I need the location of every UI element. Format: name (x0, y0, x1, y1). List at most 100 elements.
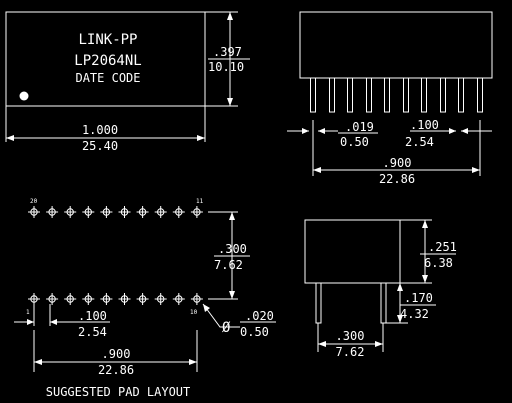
pitch-arrow-right (461, 128, 468, 134)
side-pin-10 (477, 77, 483, 113)
pad-top-2 (46, 206, 59, 218)
pin-dia-arrow-right (318, 128, 325, 134)
pad-pitch-arrow-right (50, 319, 57, 325)
pin-dia-inch: .019 (345, 120, 374, 134)
pad-span-arrow-right (189, 359, 197, 365)
pad-bottom-4 (82, 293, 95, 305)
marking-line-3: DATE CODE (75, 71, 140, 85)
side-pin-6 (403, 77, 409, 113)
pad-bottom-9 (172, 293, 185, 305)
side-pin-8 (440, 77, 446, 113)
span-arrow-left (313, 167, 321, 173)
marking-line-1: LINK-PP (78, 32, 137, 48)
pad-bottom-2 (46, 293, 59, 305)
row-spacing-mm: 7.62 (214, 258, 243, 272)
pin-label-20: 20 (30, 198, 38, 205)
side-pin-3 (347, 77, 353, 113)
pad-top-4 (82, 206, 95, 218)
end-row-mm: 7.62 (336, 345, 365, 359)
pad-top-6 (118, 206, 131, 218)
pad-layout-caption: SUGGESTED PAD LAYOUT (46, 385, 191, 399)
row-arrow-bottom (229, 291, 235, 299)
lead-arrow-top (397, 283, 403, 291)
pad-top-7 (136, 206, 149, 218)
end-row-inch: .300 (336, 329, 365, 343)
row-arrow-top (229, 212, 235, 220)
hole-leader (202, 303, 240, 328)
height-arrow-top (227, 12, 233, 20)
end-view: .251 6.38 .170 4.32 .300 7.62 (304, 219, 457, 359)
pin-dia-mm: 0.50 (340, 135, 369, 149)
height-inch-label: .397 (213, 45, 242, 59)
pin1-marker-dot (19, 91, 29, 101)
pad-bottom-5 (100, 293, 113, 305)
height-mm-label: 10.10 (208, 60, 244, 74)
end-view-lead-right (380, 282, 387, 324)
pad-bottom-8 (154, 293, 167, 305)
side-view: .019 0.50 .100 2.54 .900 22.86 (287, 11, 493, 186)
span-arrow-right (472, 167, 480, 173)
pin-label-11: 11 (196, 198, 204, 205)
width-arrow-right (197, 135, 205, 141)
end-view-lead-left (315, 282, 322, 324)
pad-bottom-1 (28, 293, 40, 305)
pad-span-inch: .900 (102, 347, 131, 361)
pad-top-10 (190, 206, 203, 218)
hole-mm: 0.50 (240, 325, 269, 339)
hole-symbol: Ø (222, 320, 231, 336)
lead-len-inch: .170 (404, 291, 433, 305)
side-pins (310, 77, 483, 113)
body-h-inch: .251 (428, 240, 457, 254)
lead-len-mm: 4.32 (400, 307, 429, 321)
pads-top-row (28, 206, 203, 218)
end-row-arrow-right (375, 341, 383, 347)
row-spacing-inch: .300 (218, 242, 247, 256)
pad-layout: 20 11 1 10 .300 7.62 .100 2.54 .900 22.8… (14, 198, 276, 399)
side-view-body (299, 11, 493, 79)
lead-arrow-bottom (397, 315, 403, 323)
hole-leader-arrow (203, 304, 210, 312)
span-inch: .900 (383, 156, 412, 170)
side-pin-7 (421, 77, 427, 113)
pitch-mm: 2.54 (405, 135, 434, 149)
hole-inch: .020 (245, 309, 274, 323)
body-h-mm: 6.38 (424, 256, 453, 270)
side-pin-5 (384, 77, 390, 113)
pad-pitch-arrow-left (27, 319, 34, 325)
body-h-arrow-bottom (422, 275, 428, 283)
marking-line-2: LP2064NL (74, 53, 141, 69)
pin-label-10: 10 (190, 309, 198, 316)
pad-pitch-mm: 2.54 (78, 325, 107, 339)
body-h-arrow-top (422, 220, 428, 228)
pads-bottom-row (28, 293, 203, 305)
pad-bottom-6 (118, 293, 131, 305)
end-view-body (304, 219, 401, 284)
pad-bottom-10 (190, 293, 203, 305)
pad-bottom-3 (64, 293, 77, 305)
pitch-inch: .100 (410, 118, 439, 132)
pad-top-9 (172, 206, 185, 218)
side-pin-1 (310, 77, 316, 113)
width-arrow-left (6, 135, 14, 141)
pad-span-arrow-left (34, 359, 42, 365)
pad-top-3 (64, 206, 77, 218)
pad-top-1 (28, 206, 40, 218)
pitch-arrow-left (449, 128, 456, 134)
side-pin-2 (329, 77, 335, 113)
height-arrow-bottom (227, 98, 233, 106)
pin-dia-arrow-left (302, 128, 309, 134)
span-mm: 22.86 (379, 172, 415, 186)
end-row-arrow-left (318, 341, 326, 347)
pin-label-1: 1 (26, 309, 30, 316)
pad-top-8 (154, 206, 167, 218)
top-view-body (5, 11, 206, 107)
width-mm-label: 25.40 (82, 139, 118, 153)
top-view: LINK-PP LP2064NL DATE CODE .397 10.10 1.… (5, 11, 250, 153)
width-inch-label: 1.000 (82, 123, 118, 137)
pad-top-5 (100, 206, 113, 218)
pad-pitch-inch: .100 (78, 309, 107, 323)
pad-bottom-7 (136, 293, 149, 305)
side-pin-9 (458, 77, 464, 113)
side-pin-4 (366, 77, 372, 113)
